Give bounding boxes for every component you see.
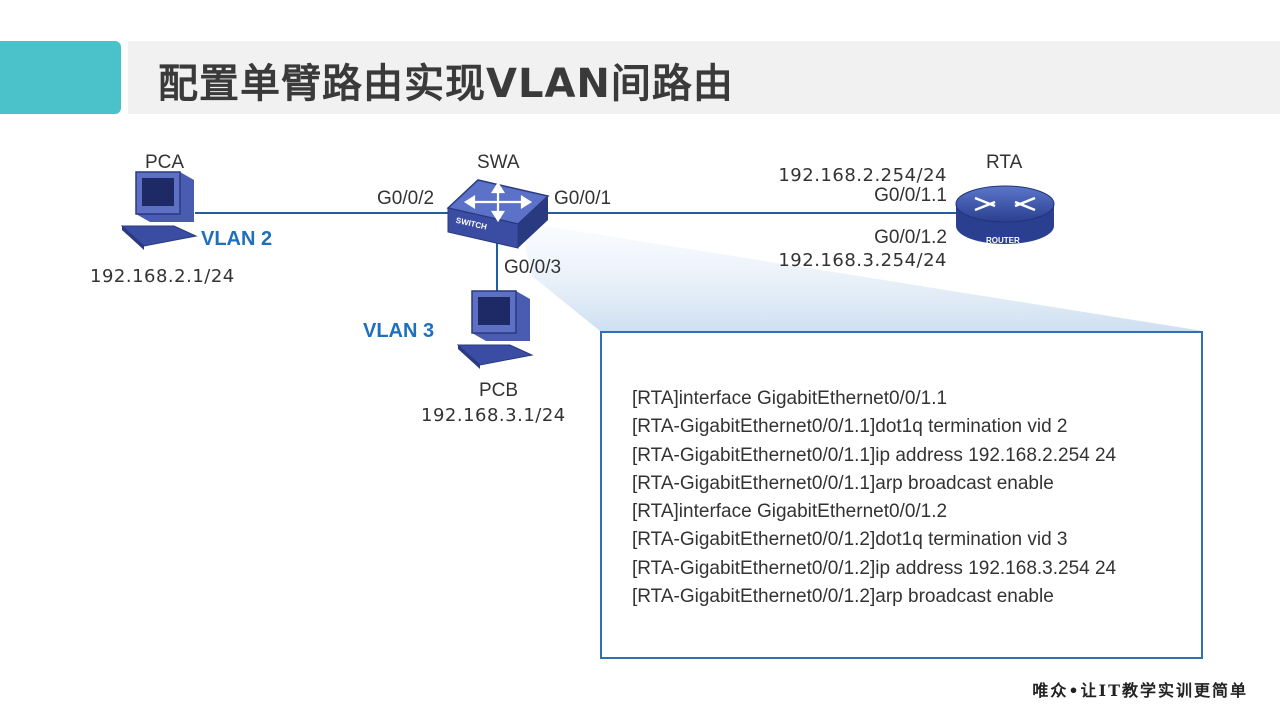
swa-label: SWA — [477, 152, 520, 173]
command-line: [RTA]interface GigabitEthernet0/0/1.1 — [632, 388, 948, 409]
pca-label: PCA — [145, 152, 185, 173]
pcb-computer-icon — [456, 290, 534, 369]
page-title: 配置单臂路由实现VLAN间路由 — [158, 61, 734, 107]
rta-sub2-port-label: G0/0/1.2 — [874, 227, 947, 248]
title-accent-bar — [0, 41, 121, 114]
rta-sub1-ip-label: 192.168.2.254/24 — [778, 165, 947, 186]
command-line: [RTA-GigabitEthernet0/0/1.2]arp broadcas… — [632, 586, 1054, 608]
rta-label: RTA — [986, 152, 1023, 173]
rta-sub1-port-label: G0/0/1.1 — [874, 185, 947, 206]
footer-slogan: 唯众•让IT教学实训更简单 — [1032, 681, 1248, 700]
pcb-ip-label: 192.168.3.1/24 — [421, 405, 566, 426]
command-box: [RTA]interface GigabitEthernet0/0/1.1 [R… — [600, 331, 1203, 659]
command-line: [RTA-GigabitEthernet0/0/1.2]ip address 1… — [632, 557, 1117, 579]
command-line: [RTA-GigabitEthernet0/0/1.2]dot1q termin… — [632, 529, 1068, 551]
command-line: [RTA-GigabitEthernet0/0/1.1]dot1q termin… — [632, 416, 1068, 438]
command-line: [RTA]interface GigabitEthernet0/0/1.2 — [632, 501, 948, 523]
pcb-label: PCB — [479, 380, 519, 401]
port-g0-0-2-label: G0/0/2 — [377, 188, 435, 209]
pca-computer-icon — [120, 171, 198, 250]
command-line: [RTA-GigabitEthernet0/0/1.1]ip address 1… — [632, 444, 1117, 466]
title-bar: 配置单臂路由实现VLAN间路由 — [128, 41, 1280, 114]
pca-ip-label: 192.168.2.1/24 — [90, 266, 235, 287]
swa-switch-icon: SWITCH — [446, 179, 550, 249]
command-line: [RTA-GigabitEthernet0/0/1.1]arp broadcas… — [632, 472, 1054, 494]
callout-wedge — [520, 222, 1203, 331]
port-g0-0-3-label: G0/0/3 — [504, 257, 562, 278]
pca-vlan-label: VLAN 2 — [201, 228, 273, 250]
port-g0-0-1-label: G0/0/1 — [554, 188, 612, 209]
router-icon-label: ROUTER — [986, 236, 1020, 245]
rta-router-icon: ROUTER — [955, 185, 1055, 245]
rta-sub2-ip-label: 192.168.3.254/24 — [778, 250, 947, 271]
pcb-vlan-label: VLAN 3 — [363, 320, 435, 342]
command-list: [RTA]interface GigabitEthernet0/0/1.1 [R… — [632, 385, 1116, 611]
